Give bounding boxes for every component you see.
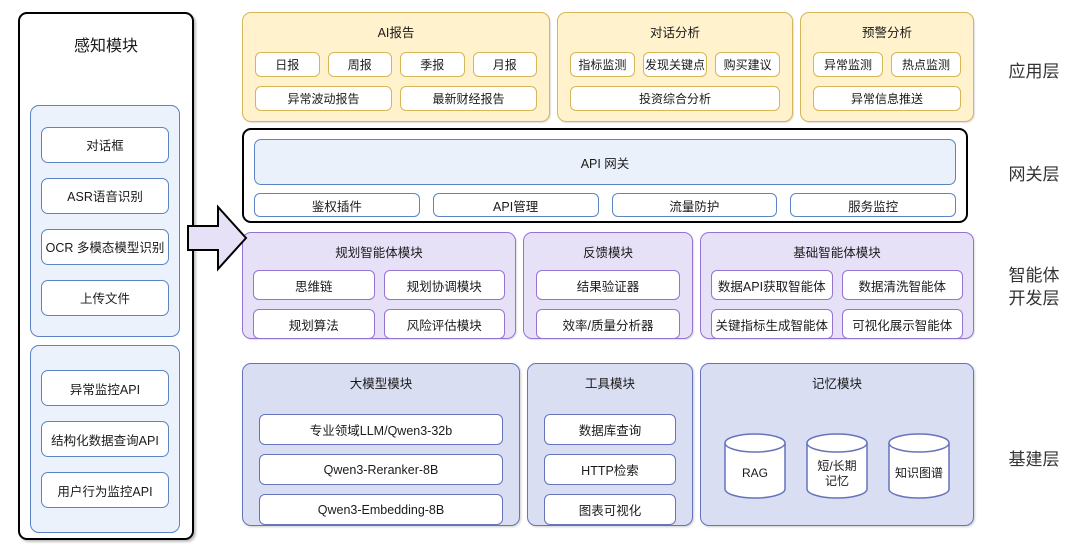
chip-api-management: API管理 (432, 193, 599, 217)
cylinder-label: 短/长期 记忆 (817, 458, 857, 488)
chip-row: 指标监测 发现关键点 购买建议 (570, 52, 781, 77)
chip-indicator-monitor: 指标监测 (570, 52, 635, 77)
chip-planning-algorithm: 规划算法 (253, 309, 375, 339)
chip-row: 日报 周报 季报 月报 (255, 52, 537, 77)
perception-item-dialog: 对话框 (41, 126, 169, 163)
chip-hotspot-monitor: 热点监测 (891, 52, 961, 77)
chip-http-retrieval: HTTP检索 (544, 454, 676, 485)
section-title: 对话分析 (649, 26, 700, 40)
chip-embedding-model: Qwen3-Embedding-8B (259, 494, 503, 525)
chip-service-monitor: 服务监控 (790, 193, 956, 217)
section-ai-report: AI报告 日报 周报 季报 月报 异常波动报告 最新财经报告 (242, 12, 550, 122)
perception-module-panel: 感知模块 对话框 ASR语音识别 OCR 多模态模型识别 上传文件 异常监控AP… (18, 12, 194, 540)
section-title: AI报告 (377, 26, 415, 40)
flow-arrow-icon (187, 204, 248, 272)
chip-efficiency-quality-analyzer: 效率/质量分析器 (536, 309, 680, 339)
database-cylinder-icon (888, 433, 950, 499)
database-cylinder-icon (724, 433, 786, 499)
chip-row: 投资综合分析 (570, 86, 780, 111)
chip-investment-analysis: 投资综合分析 (570, 86, 780, 111)
section-alert-analysis: 预警分析 异常监测 热点监测 异常信息推送 (800, 12, 974, 122)
section-feedback-module: 反馈模块 结果验证器 效率/质量分析器 (523, 232, 693, 339)
layer-label-application: 应用层 (1008, 62, 1060, 81)
chip-result-validator: 结果验证器 (536, 270, 680, 300)
chip-purchase-advice: 购买建议 (715, 52, 781, 77)
section-basic-agents: 基础智能体模块 数据API获取智能体 数据清洗智能体 关键指标生成智能体 可视化… (700, 232, 974, 339)
memory-stores-row: RAG 短/长期 记忆 知识图谱 (701, 432, 973, 500)
chip-domain-llm: 专业领域LLM/Qwen3-32b (259, 414, 503, 445)
rag-store: RAG (723, 432, 787, 500)
chip-visualization-agent: 可视化展示智能体 (841, 309, 963, 339)
perception-item-structured-query-api: 结构化数据查询API (41, 421, 169, 457)
section-planning-agent: 规划智能体模块 思维链 规划协调模块 规划算法 风险评估模块 (242, 232, 516, 339)
chip-row: 异常信息推送 (813, 86, 961, 111)
chip-traffic-protection: 流量防护 (611, 193, 778, 217)
perception-item-ocr: OCR 多模态模型识别 (41, 228, 169, 265)
chip-row: 异常波动报告 最新财经报告 (255, 86, 537, 111)
chip-grid: 思维链 规划协调模块 规划算法 风险评估模块 (253, 270, 505, 339)
section-memory-module: 记忆模块 RAG 短/长期 记忆 (700, 363, 974, 526)
section-title: 工具模块 (584, 377, 635, 391)
cylinder-label: RAG (741, 466, 768, 480)
section-tools-module: 工具模块 数据库查询 HTTP检索 图表可视化 (527, 363, 693, 526)
chip-planning-coordination: 规划协调模块 (383, 270, 505, 300)
chip-anomaly-push: 异常信息推送 (813, 86, 961, 111)
database-cylinder-icon (806, 433, 868, 499)
chip-data-api-agent: 数据API获取智能体 (711, 270, 833, 300)
perception-input-group: 对话框 ASR语音识别 OCR 多模态模型识别 上传文件 (30, 105, 180, 337)
section-title: 反馈模块 (582, 246, 633, 260)
perception-api-group: 异常监控API 结构化数据查询API 用户行为监控API (30, 345, 180, 533)
section-title: 大模型模块 (349, 377, 413, 391)
chip-data-cleaning-agent: 数据清洗智能体 (841, 270, 963, 300)
api-gateway-bar: API 网关 (254, 139, 956, 185)
chip-chain-of-thought: 思维链 (253, 270, 375, 300)
chip-latest-finance-report: 最新财经报告 (400, 86, 537, 111)
gateway-layer-box: API 网关 鉴权插件 API管理 流量防护 服务监控 (242, 128, 968, 223)
section-dialog-analysis: 对话分析 指标监测 发现关键点 购买建议 投资综合分析 (557, 12, 793, 122)
agent-layer-row: 规划智能体模块 思维链 规划协调模块 规划算法 风险评估模块 反馈模块 结果验证… (242, 232, 974, 339)
perception-item-asr: ASR语音识别 (41, 177, 169, 214)
chip-column: 数据库查询 HTTP检索 图表可视化 (544, 414, 676, 525)
application-layer-row: AI报告 日报 周报 季报 月报 异常波动报告 最新财经报告 对话分析 指标监测… (242, 12, 974, 122)
knowledge-graph-store: 知识图谱 (887, 432, 951, 500)
perception-item-upload: 上传文件 (41, 279, 169, 316)
short-long-term-memory-store: 短/长期 记忆 (805, 432, 869, 500)
chip-grid: 数据API获取智能体 数据清洗智能体 关键指标生成智能体 可视化展示智能体 (711, 270, 963, 339)
chip-key-indicator-agent: 关键指标生成智能体 (711, 309, 833, 339)
infra-layer-row: 大模型模块 专业领域LLM/Qwen3-32b Qwen3-Reranker-8… (242, 363, 974, 527)
chip-key-point-discovery: 发现关键点 (642, 52, 708, 77)
chip-weekly-report: 周报 (327, 52, 392, 77)
section-title: 基础智能体模块 (793, 246, 881, 260)
section-llm-module: 大模型模块 专业领域LLM/Qwen3-32b Qwen3-Reranker-8… (242, 363, 520, 526)
cylinder-label: 知识图谱 (894, 466, 943, 480)
chip-quarterly-report: 季报 (400, 52, 465, 77)
perception-module-title: 感知模块 (73, 38, 138, 55)
perception-item-anomaly-api: 异常监控API (41, 370, 169, 406)
layer-label-gateway: 网关层 (1008, 165, 1060, 184)
chip-risk-evaluation: 风险评估模块 (383, 309, 505, 339)
layer-label-infrastructure: 基建层 (1008, 450, 1060, 469)
chip-column: 结果验证器 效率/质量分析器 (536, 270, 680, 339)
chip-reranker-model: Qwen3-Reranker-8B (259, 454, 503, 485)
gateway-plugins-row: 鉴权插件 API管理 流量防护 服务监控 (254, 193, 956, 217)
chip-row: 异常监测 热点监测 (813, 52, 961, 77)
perception-item-user-behavior-api: 用户行为监控API (41, 472, 169, 508)
chip-daily-report: 日报 (255, 52, 320, 77)
section-title: 规划智能体模块 (335, 246, 423, 260)
chip-monthly-report: 月报 (472, 52, 537, 77)
chip-chart-visualization: 图表可视化 (544, 494, 676, 525)
chip-auth-plugin: 鉴权插件 (254, 193, 420, 217)
chip-database-query: 数据库查询 (544, 414, 676, 445)
layer-label-agent-dev: 智能体 开发层 (1008, 266, 1060, 308)
section-title: 预警分析 (861, 26, 912, 40)
chip-anomaly-fluctuation-report: 异常波动报告 (255, 86, 392, 111)
chip-anomaly-monitor: 异常监测 (813, 52, 883, 77)
section-title: 记忆模块 (811, 377, 862, 391)
chip-column: 专业领域LLM/Qwen3-32b Qwen3-Reranker-8B Qwen… (259, 414, 503, 525)
